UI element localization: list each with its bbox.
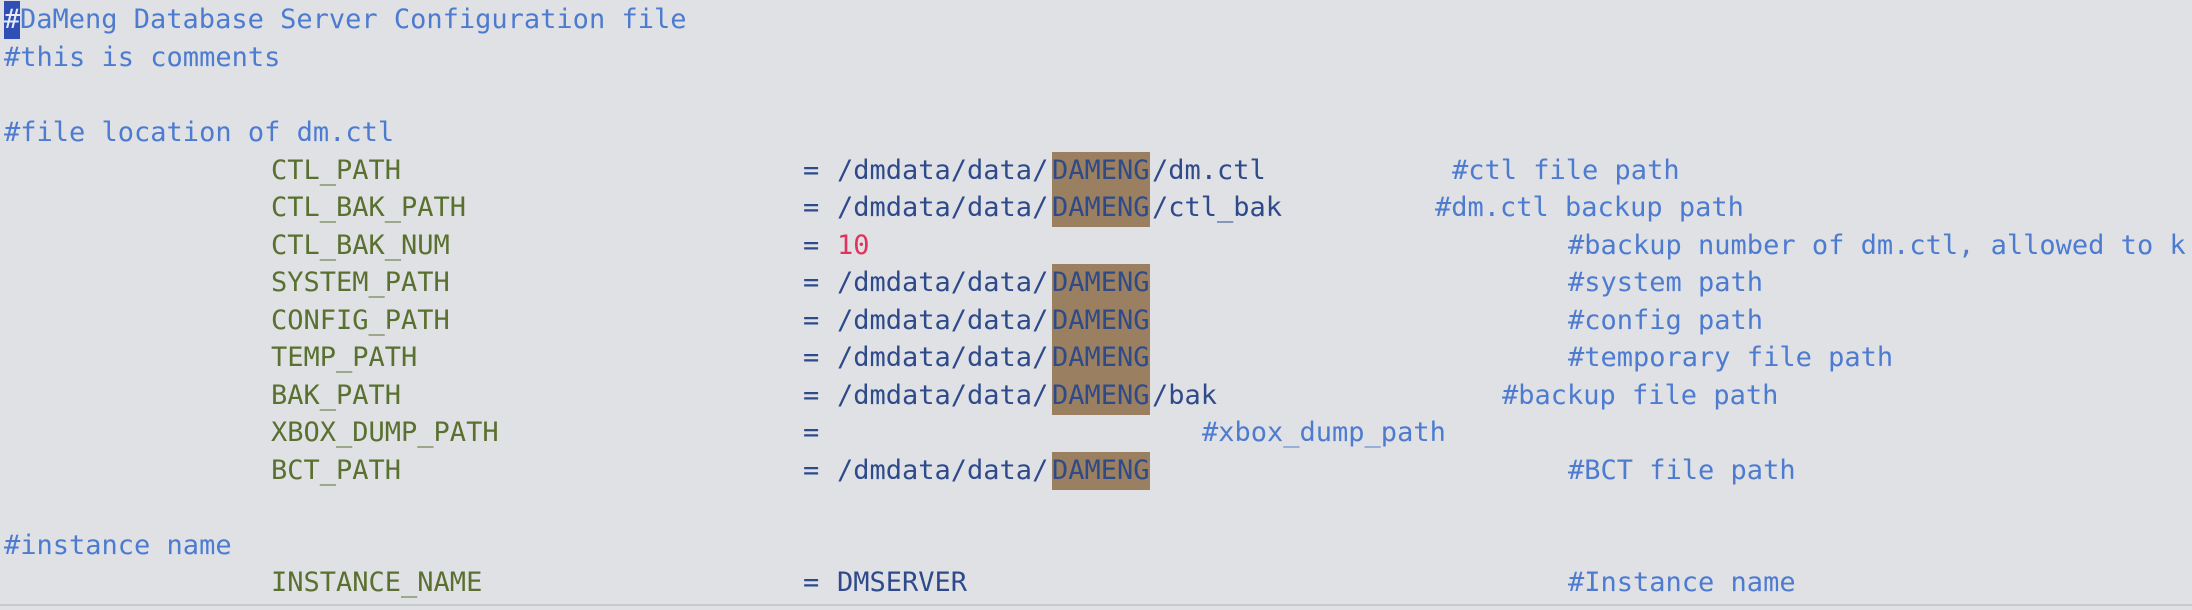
config-line-temp-path: TEMP_PATH = /dmdata/data/ DAMENG #tempor…: [0, 339, 1893, 377]
config-line-instance-name: INSTANCE_NAME = DMSERVER #Instance name: [0, 564, 1796, 602]
config-line-ctl-bak-num: CTL_BAK_NUM = 10 #backup number of dm.ct…: [0, 227, 2186, 265]
text-cursor: #: [4, 1, 21, 39]
section-comment-ctl: #file location of dm.ctl: [4, 117, 395, 148]
line-ctl-section: #file location of dm.ctl: [0, 114, 394, 152]
equals-sign: =: [803, 155, 820, 186]
header-comment: DaMeng Database Server Configuration fil…: [20, 4, 687, 35]
config-value-prefix: /dmdata/data/: [837, 380, 1049, 411]
section-comment-instance: #instance name: [4, 530, 232, 561]
line-sub-comment: #this is comments: [0, 39, 280, 77]
config-value-suffix: /ctl_bak: [1152, 192, 1283, 223]
inline-comment: #xbox_dump_path: [1202, 417, 1446, 448]
config-line-bct-path: BCT_PATH = /dmdata/data/ DAMENG #BCT fil…: [0, 452, 1796, 490]
search-match: DAMENG: [1052, 377, 1150, 415]
config-line-xbox-dump-path: XBOX_DUMP_PATH = #xbox_dump_path: [0, 414, 1446, 452]
config-value-suffix: /bak: [1152, 380, 1218, 411]
config-key: CONFIG_PATH: [271, 305, 450, 336]
line-header: # DaMeng Database Server Configuration f…: [0, 1, 686, 39]
config-value-prefix: /dmdata/data/: [837, 342, 1049, 373]
config-value-prefix: /dmdata/data/: [837, 267, 1049, 298]
config-key: CTL_BAK_NUM: [271, 230, 450, 261]
search-match: DAMENG: [1052, 339, 1150, 377]
sub-comment: #this is comments: [4, 42, 281, 73]
equals-sign: =: [803, 455, 820, 486]
inline-comment: #system path: [1568, 267, 1764, 298]
config-key: XBOX_DUMP_PATH: [271, 417, 499, 448]
config-line-ctl-bak-path: CTL_BAK_PATH = /dmdata/data/ DAMENG /ctl…: [0, 189, 1744, 227]
config-key: SYSTEM_PATH: [271, 267, 450, 298]
inline-comment: #dm.ctl backup path: [1435, 192, 1744, 223]
equals-sign: =: [803, 417, 820, 448]
config-key: TEMP_PATH: [271, 342, 418, 373]
inline-comment: #backup file path: [1502, 380, 1779, 411]
inline-comment: #ctl file path: [1452, 155, 1680, 186]
config-value-suffix: /dm.ctl: [1152, 155, 1266, 186]
equals-sign: =: [803, 230, 820, 261]
equals-sign: =: [803, 567, 820, 598]
config-key: CTL_PATH: [271, 155, 402, 186]
search-match: DAMENG: [1052, 452, 1150, 490]
search-match: DAMENG: [1052, 152, 1150, 190]
equals-sign: =: [803, 305, 820, 336]
config-value-prefix: /dmdata/data/: [837, 305, 1049, 336]
config-line-ctl-path: CTL_PATH = /dmdata/data/ DAMENG /dm.ctl …: [0, 152, 1680, 190]
config-value-prefix: /dmdata/data/: [837, 192, 1049, 223]
inline-comment: #temporary file path: [1568, 342, 1894, 373]
config-key: INSTANCE_NAME: [271, 567, 483, 598]
inline-comment: #Instance name: [1568, 567, 1796, 598]
config-value-prefix: /dmdata/data/: [837, 155, 1049, 186]
config-line-system-path: SYSTEM_PATH = /dmdata/data/ DAMENG #syst…: [0, 264, 1763, 302]
search-match: DAMENG: [1052, 264, 1150, 302]
config-value-number: 10: [837, 230, 870, 261]
line-instance-section: #instance name: [0, 527, 232, 565]
search-match: DAMENG: [1052, 302, 1150, 340]
inline-comment: #backup number of dm.ctl, allowed to k: [1568, 230, 2186, 261]
search-match: DAMENG: [1052, 189, 1150, 227]
inline-comment: #config path: [1568, 305, 1764, 336]
config-value-prefix: /dmdata/data/: [837, 455, 1049, 486]
equals-sign: =: [803, 267, 820, 298]
equals-sign: =: [803, 192, 820, 223]
config-value: DMSERVER: [837, 567, 968, 598]
config-line-config-path: CONFIG_PATH = /dmdata/data/ DAMENG #conf…: [0, 302, 1763, 340]
config-key: CTL_BAK_PATH: [271, 192, 467, 223]
config-line-bak-path: BAK_PATH = /dmdata/data/ DAMENG /bak #ba…: [0, 377, 1778, 415]
config-key: BCT_PATH: [271, 455, 402, 486]
equals-sign: =: [803, 380, 820, 411]
equals-sign: =: [803, 342, 820, 373]
inline-comment: #BCT file path: [1568, 455, 1796, 486]
config-key: BAK_PATH: [271, 380, 402, 411]
